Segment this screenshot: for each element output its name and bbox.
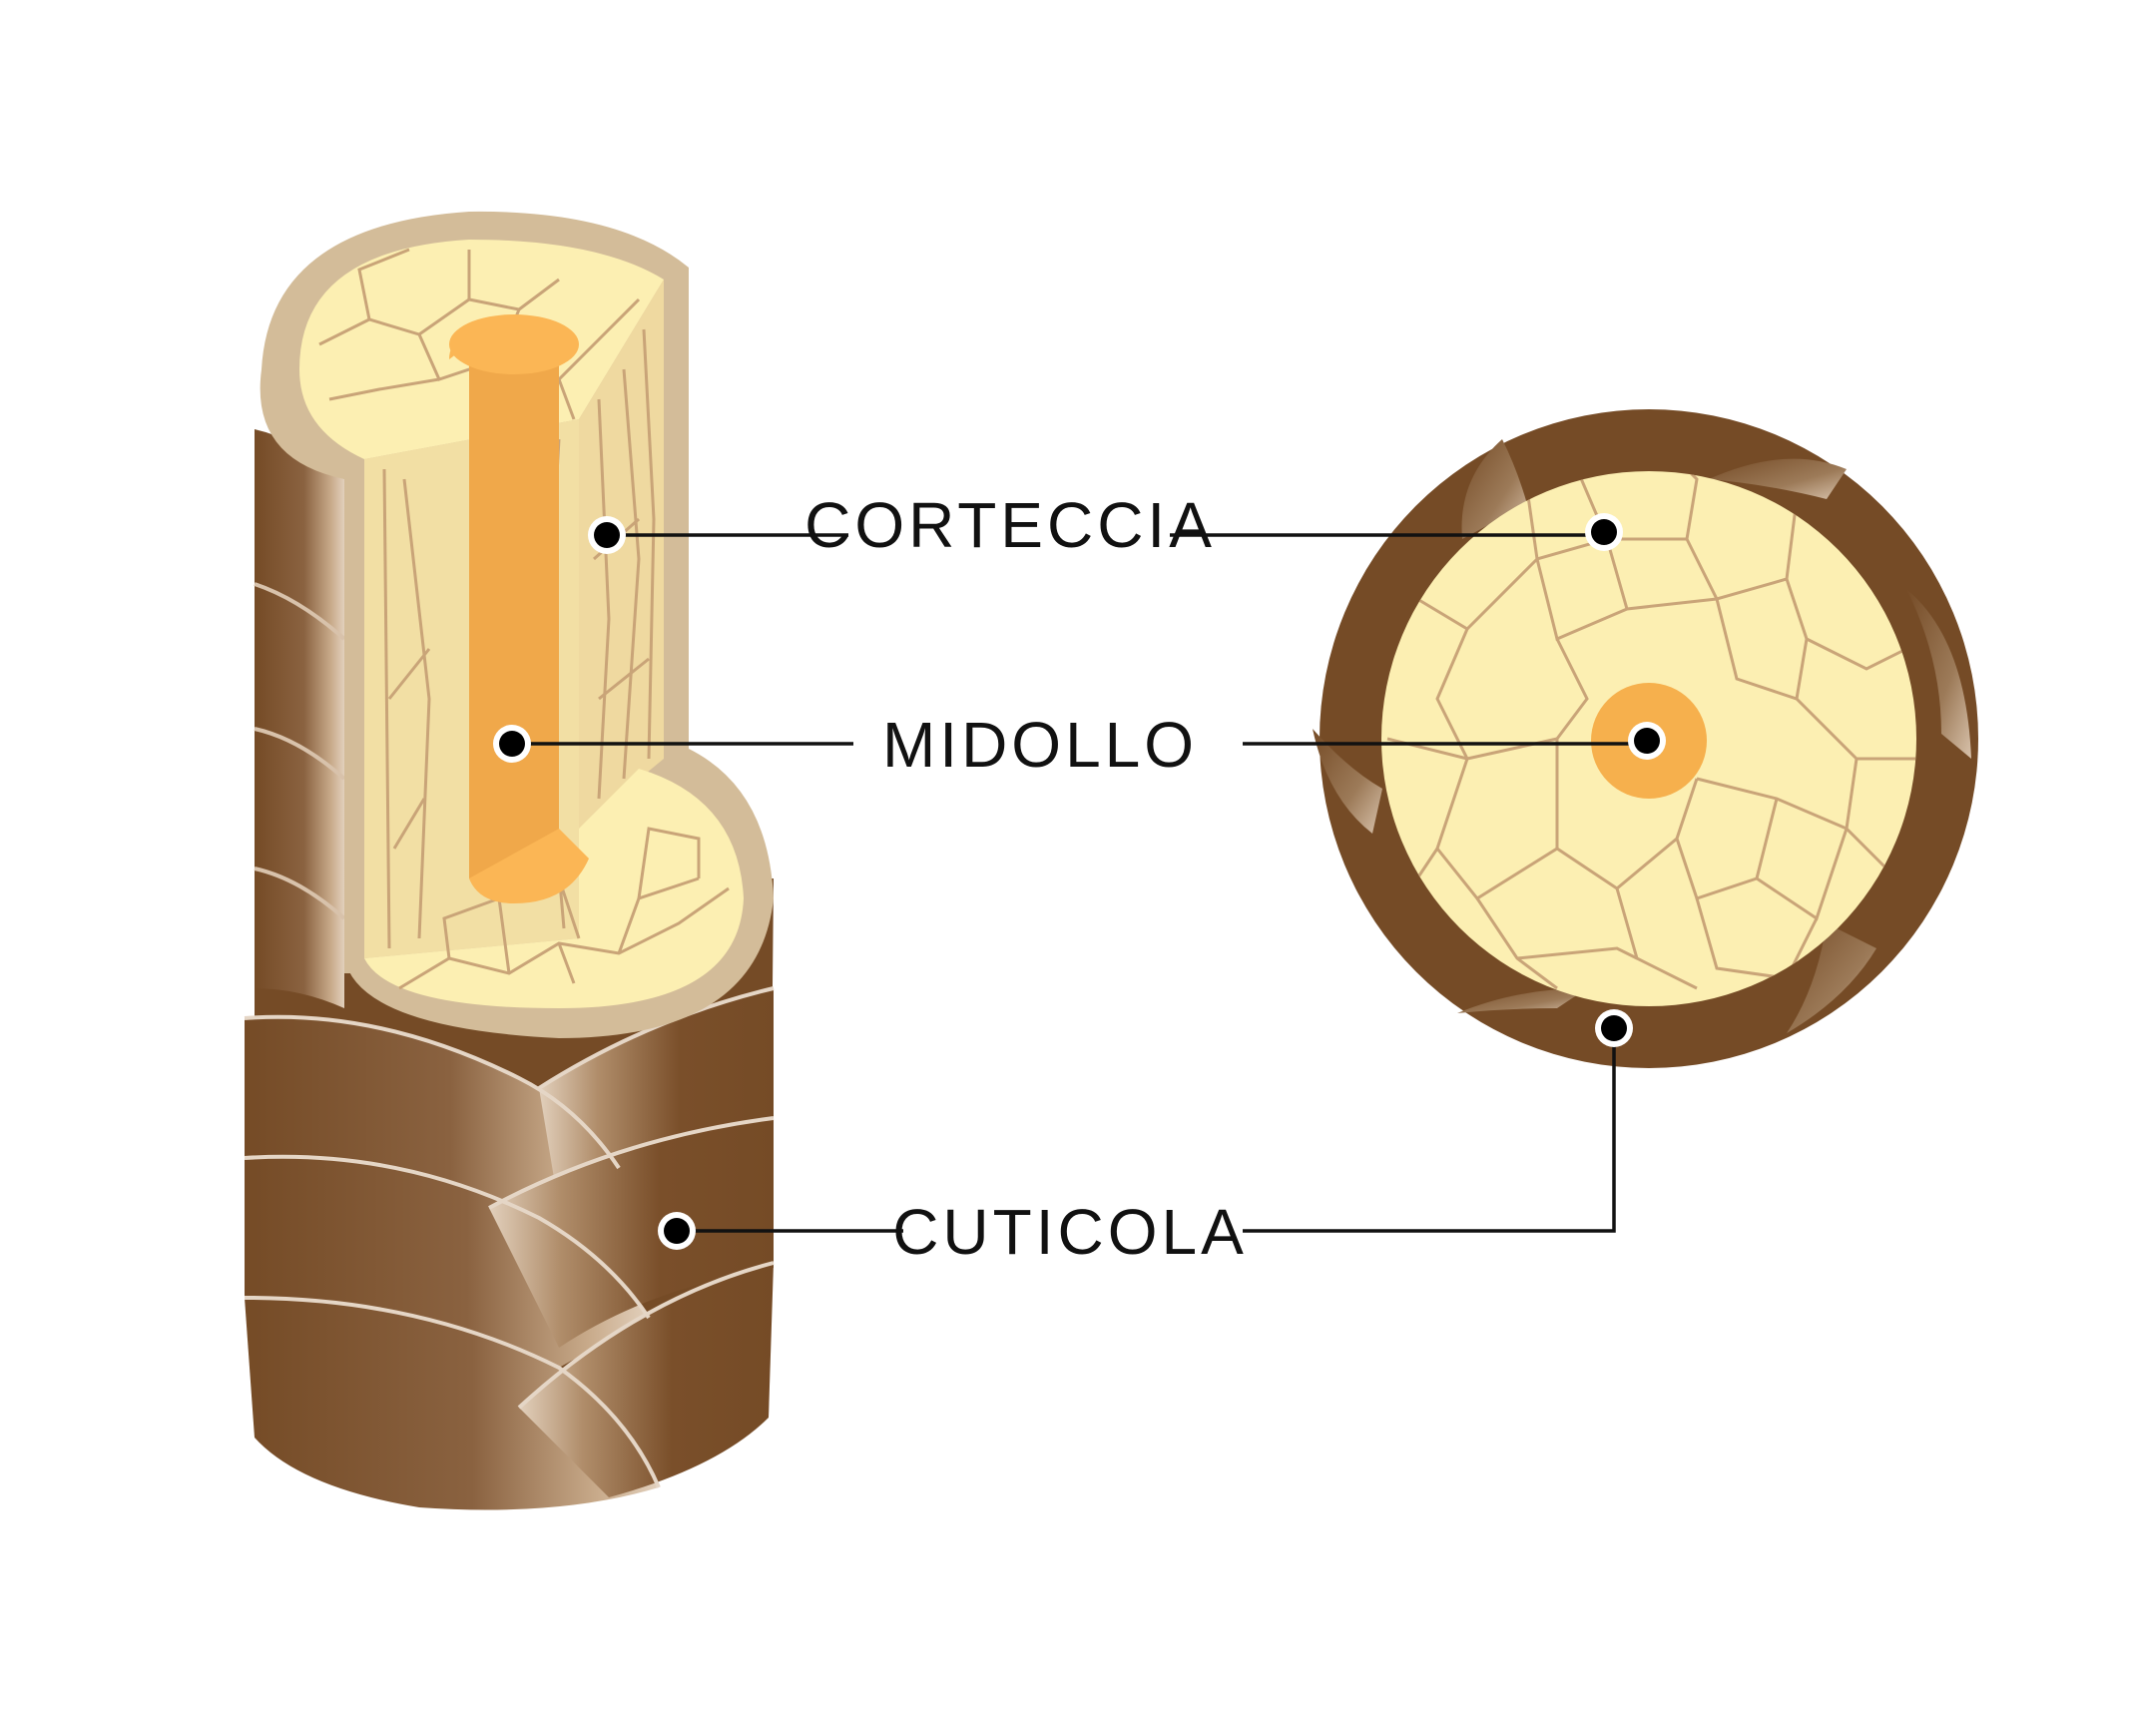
cuticle-marker-right <box>1595 1009 1633 1047</box>
leader-lines <box>512 533 1647 1233</box>
cuticle-marker-left <box>658 1212 696 1250</box>
medulla-marker-right <box>1628 722 1666 760</box>
cortex-label: CORTECCIA <box>804 489 1216 561</box>
cuticle-scales-upper <box>254 429 346 1008</box>
hair-shaft-3d <box>244 211 775 1510</box>
cuticle-label: CUTICOLA <box>892 1196 1248 1268</box>
cross-section-cuticle-scales <box>1313 439 1971 1033</box>
medulla-marker-left <box>493 725 531 763</box>
cross-section-cortex-cells <box>1386 471 1916 990</box>
cortex-marker-right <box>1585 513 1623 551</box>
markers <box>493 513 1666 1250</box>
cortex-marker-left <box>588 516 626 554</box>
cuticle-leader-right <box>1243 1028 1616 1233</box>
cuticle-scales-lower <box>244 986 775 1510</box>
medulla-label: MIDOLLO <box>882 709 1198 781</box>
